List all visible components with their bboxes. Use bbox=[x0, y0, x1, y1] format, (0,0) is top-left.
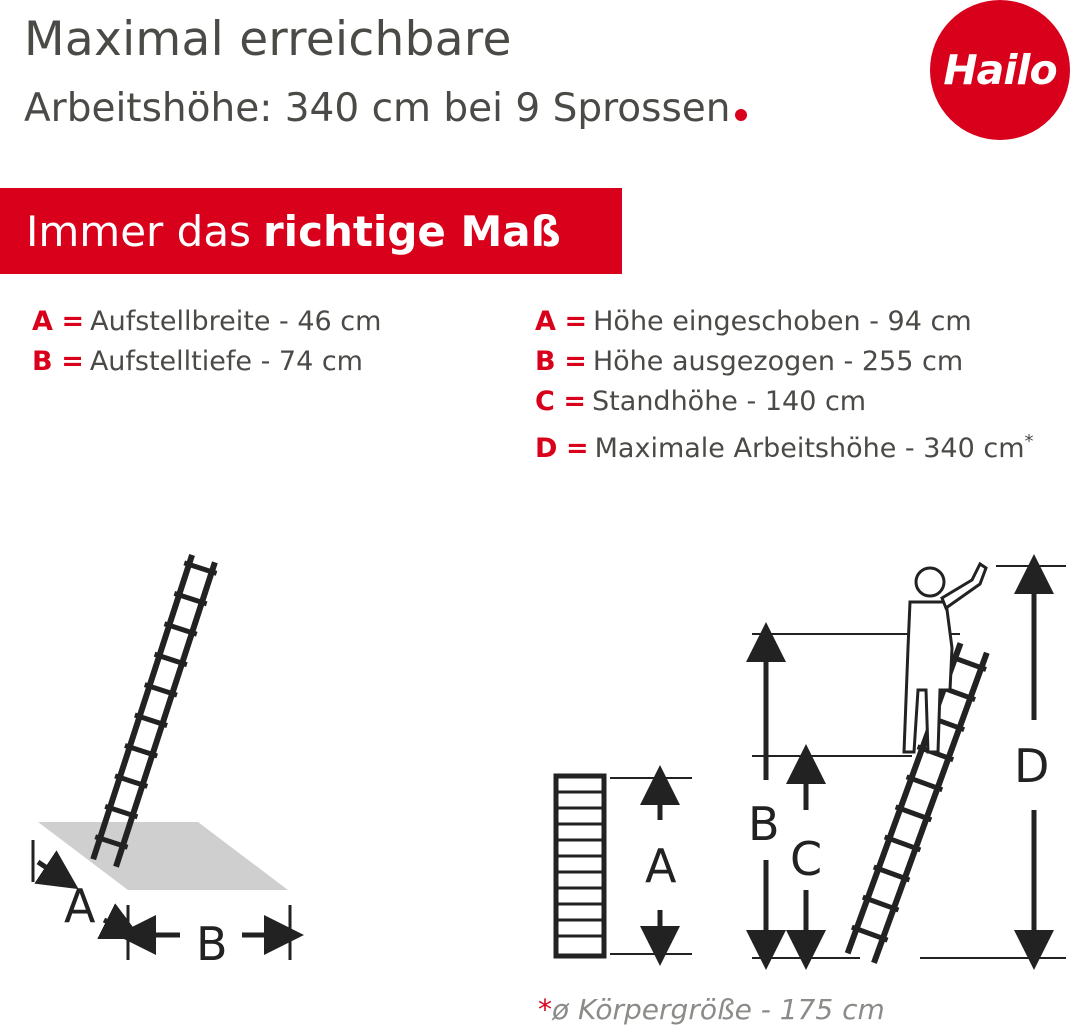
ladder-rungs bbox=[94, 560, 218, 850]
footnote: *ø Körpergröße - 175 cm bbox=[538, 993, 885, 1026]
spec-key: A bbox=[535, 306, 556, 337]
spec-item: B =Höhe ausgezogen - 255 cm bbox=[535, 342, 1034, 382]
spec-item: A =Aufstellbreite - 46 cm bbox=[32, 302, 381, 342]
footnote-mark: * bbox=[1024, 431, 1034, 452]
dimension-label-folded-a: A bbox=[645, 839, 677, 893]
dimension-label-b: B bbox=[196, 917, 228, 971]
logo-text: Hailo bbox=[943, 46, 1057, 94]
equals-sign: = bbox=[566, 433, 589, 464]
spec-key: B bbox=[32, 346, 53, 377]
spec-item: D =Maximale Arbeitshöhe - 340 cm* bbox=[535, 422, 1034, 469]
ladder-rail bbox=[90, 553, 195, 861]
folded-ladder-group: A bbox=[553, 765, 692, 966]
spec-key: C bbox=[535, 386, 555, 417]
folded-ladder bbox=[553, 773, 607, 959]
folded-ladder-rungs bbox=[558, 790, 602, 938]
spec-item: B =Aufstelltiefe - 74 cm bbox=[32, 342, 381, 382]
red-dot bbox=[734, 109, 747, 121]
spec-key: A bbox=[32, 306, 53, 337]
hailo-logo: Hailo bbox=[930, 0, 1070, 140]
leaning-ladder-group: A B bbox=[31, 553, 304, 971]
dimension-label-d: D bbox=[1014, 739, 1049, 793]
spec-item: A =Höhe eingeschoben - 94 cm bbox=[535, 302, 1034, 342]
headline-line-2: Arbeitshöhe: 340 cm bei 9 Sprossen bbox=[24, 86, 747, 131]
person-figure bbox=[902, 561, 988, 754]
footnote-star: * bbox=[538, 993, 552, 1026]
specs-left-list: A =Aufstellbreite - 46 cm B =Aufstelltie… bbox=[32, 302, 381, 382]
headline-line-1: Maximal erreichbare bbox=[24, 12, 512, 67]
ladder-rungs bbox=[850, 654, 987, 943]
spec-text: Höhe eingeschoben - 94 cm bbox=[593, 306, 972, 337]
spec-text: Maximale Arbeitshöhe - 340 cm bbox=[594, 433, 1025, 464]
specs-right-list: A =Höhe eingeschoben - 94 cm B =Höhe aus… bbox=[535, 302, 1034, 469]
dimension-label-b: B bbox=[748, 797, 780, 851]
equals-sign: = bbox=[564, 346, 587, 377]
headline-text: Arbeitshöhe: 340 cm bei 9 Sprossen bbox=[24, 86, 731, 131]
equals-sign: = bbox=[61, 306, 85, 337]
ladder-diagram: A B A B bbox=[31, 553, 1066, 971]
spec-text: Aufstellbreite - 46 cm bbox=[90, 306, 382, 337]
equals-sign: = bbox=[563, 386, 587, 417]
footnote-text: ø Körpergröße - 175 cm bbox=[552, 993, 885, 1026]
spec-key: D bbox=[535, 433, 558, 464]
dimension-label-a: A bbox=[64, 879, 96, 933]
spec-text: Standhöhe - 140 cm bbox=[592, 386, 867, 417]
banner-regular-text: Immer das bbox=[26, 206, 251, 256]
equals-sign: = bbox=[61, 346, 84, 377]
banner-bold-text: richtige Maß bbox=[262, 206, 561, 256]
spec-text: Aufstelltiefe - 74 cm bbox=[89, 346, 363, 377]
equals-sign: = bbox=[564, 306, 588, 337]
dimension-label-c: C bbox=[790, 832, 822, 886]
spec-key: B bbox=[535, 346, 556, 377]
ladder-rail bbox=[113, 561, 218, 868]
spec-text: Höhe ausgezogen - 255 cm bbox=[592, 346, 964, 377]
spec-item: C =Standhöhe - 140 cm bbox=[535, 382, 1034, 422]
extended-ladder-group: B C D bbox=[746, 554, 1066, 970]
leaning-ladder bbox=[90, 553, 218, 868]
